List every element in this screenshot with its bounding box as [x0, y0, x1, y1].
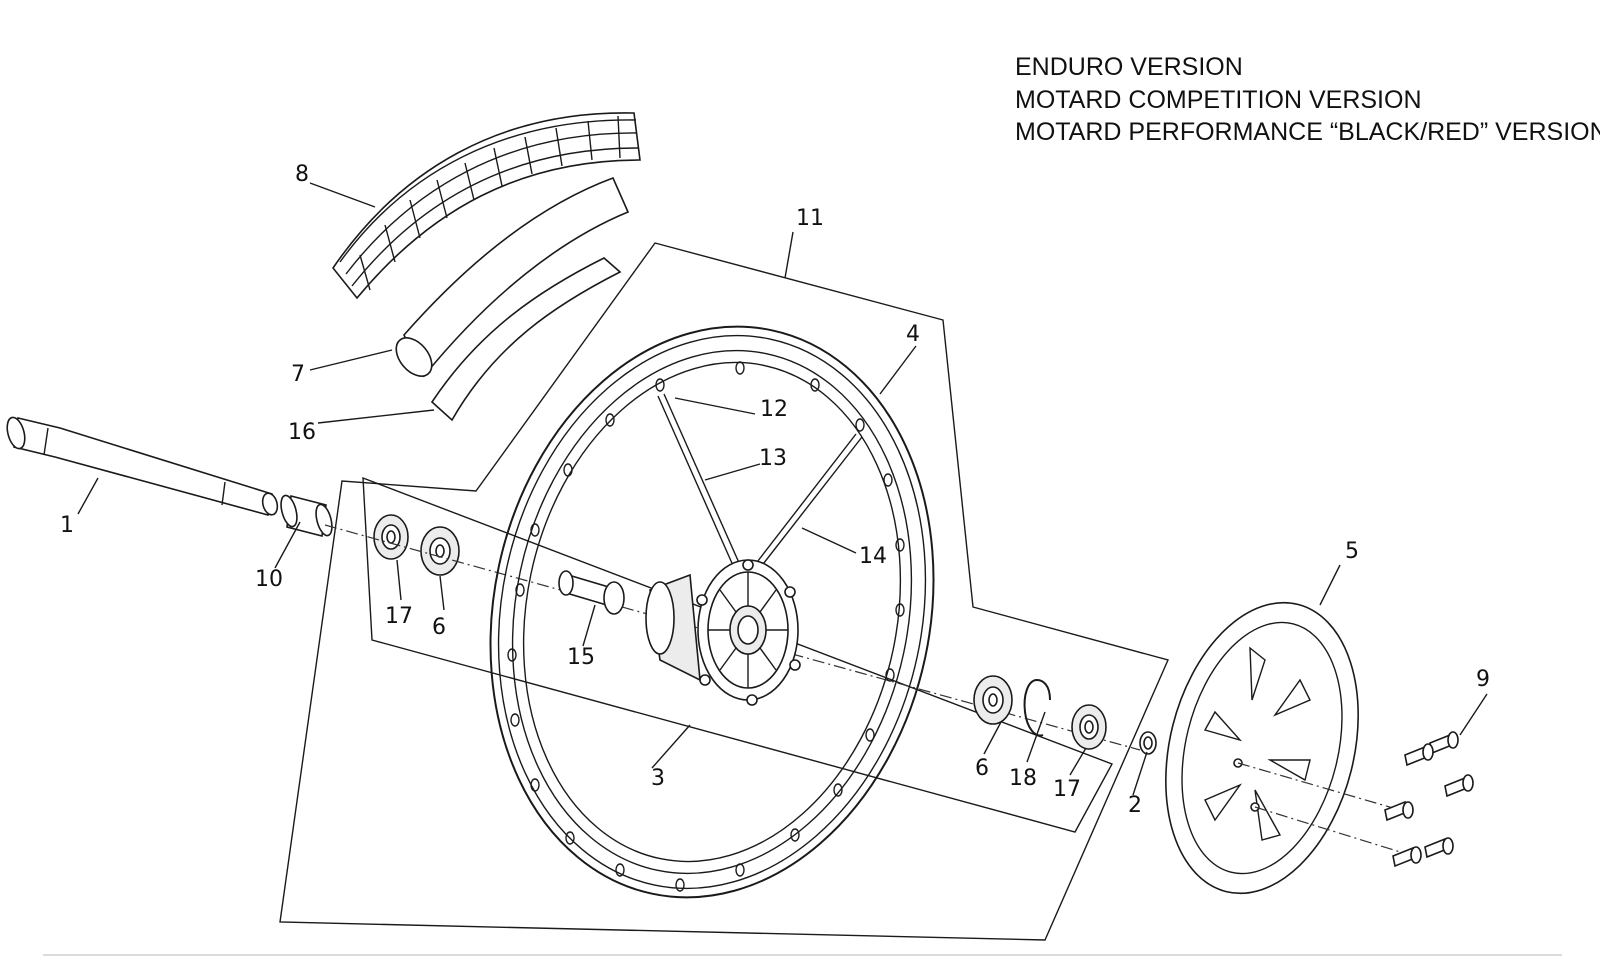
spacer-right — [1139, 731, 1157, 755]
tyre — [332, 112, 641, 300]
callout-3: 3 — [651, 766, 665, 791]
callout-5: 5 — [1345, 539, 1359, 564]
callout-10: 9 — [1476, 667, 1490, 692]
rim-spoke-holes — [507, 361, 905, 892]
callout-17-right: 17 — [1053, 777, 1081, 802]
brake-disc — [1165, 601, 1359, 895]
callout-18: 18 — [1009, 766, 1037, 791]
wheel-hub — [645, 559, 801, 706]
assembly-outline-3 — [362, 476, 1113, 833]
assembly-outline-11 — [279, 242, 1169, 941]
wheel-rim — [489, 325, 935, 899]
bolt — [1444, 774, 1474, 798]
version-list: ENDURO VERSION MOTARD COMPETITION VERSIO… — [1015, 53, 1600, 146]
disc-bolt-axis-upper — [1237, 762, 1401, 811]
callout-9: 8 — [295, 162, 309, 187]
callout-15: 15 — [567, 645, 595, 670]
callouts: 8 7 16 1 10 17 6 11 4 12 13 14 15 3 6 18… — [60, 162, 1490, 818]
bearing-left-17 — [373, 514, 409, 560]
version-motard-competition: MOTARD COMPETITION VERSION — [1015, 86, 1422, 114]
bolt — [1392, 846, 1422, 868]
callout-6-left: 6 — [432, 615, 446, 640]
callout-2: 2 — [1128, 793, 1142, 818]
callout-8: 7 — [291, 362, 305, 387]
hub-spacer — [558, 570, 625, 615]
disc-bolt-axis-lower — [1254, 806, 1411, 856]
callout-12: 12 — [760, 397, 788, 422]
callout-16: 16 — [288, 420, 316, 445]
callout-14: 14 — [859, 544, 887, 569]
bolt — [1384, 800, 1414, 822]
callout-4: 4 — [906, 322, 920, 347]
callout-17-left: 17 — [385, 604, 413, 629]
rim-strip — [430, 257, 622, 422]
inner-tube — [395, 176, 630, 378]
callout-1: 1 — [60, 513, 74, 538]
callout-6-right: 6 — [975, 756, 989, 781]
bolt — [1424, 837, 1454, 859]
bolt — [1404, 743, 1434, 767]
axle — [6, 416, 279, 516]
circlip — [1023, 678, 1051, 737]
spokes — [657, 393, 863, 571]
bearing-right-17 — [1071, 704, 1107, 750]
disc-bolts — [1384, 731, 1474, 868]
bearing-left-6 — [420, 526, 460, 576]
version-enduro: ENDURO VERSION — [1015, 53, 1243, 81]
bolt — [1429, 731, 1459, 755]
bearing-right-6 — [973, 675, 1013, 725]
callout-13: 13 — [759, 446, 787, 471]
spacer-left — [280, 494, 333, 538]
version-motard-performance: MOTARD PERFORMANCE “BLACK/RED” VERSION — [1015, 118, 1600, 146]
callout-7: 10 — [255, 567, 283, 592]
leader-lines — [77, 182, 1488, 796]
callout-11: 11 — [796, 206, 824, 231]
